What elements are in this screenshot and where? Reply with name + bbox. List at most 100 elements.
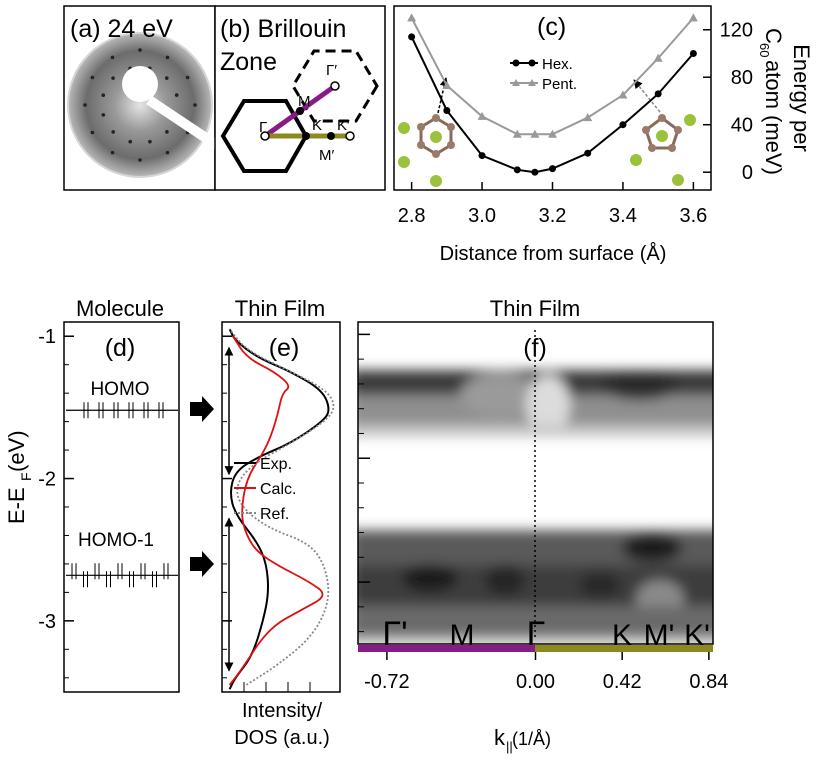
- xlabel-k-unit: (1/Å): [512, 729, 551, 749]
- shared-ylabel: E-E F (eV): [4, 430, 34, 524]
- arrow-homo: [190, 396, 214, 422]
- leed-spot: [83, 103, 87, 107]
- path-gamma-m: [263, 108, 302, 139]
- panel-d-label: (d): [105, 334, 136, 362]
- legend-calc: Calc.: [260, 481, 296, 498]
- first-brillouin-zone: [220, 99, 309, 173]
- label-k: K: [312, 117, 322, 134]
- panel-a: (a) 24 eV: [63, 5, 216, 191]
- dos-curve-exp: [228, 328, 330, 690]
- leed-spot: [165, 150, 170, 155]
- panel-f-label: (f): [523, 334, 547, 362]
- panel-b: (b) Brillouin Zone Γ Γ′ M K K′ M′: [214, 5, 386, 191]
- ylabel-main: E-E: [4, 487, 29, 524]
- level-arrows: [190, 396, 214, 577]
- panel-c-ytick-label: 120: [720, 20, 753, 42]
- data-point-pent: [407, 13, 417, 22]
- legend-hex: Hex.: [542, 56, 573, 73]
- legend-pent: Pent.: [542, 76, 577, 93]
- panel-d-ytick-label: -2: [38, 469, 56, 491]
- panel-e-xlabel-2: DOS (a.u.): [234, 727, 330, 749]
- leed-spot: [165, 55, 170, 60]
- series-line-pent: [410, 17, 695, 136]
- data-point-hex: [443, 106, 451, 114]
- leed-spot: [110, 150, 115, 155]
- data-point-pent: [653, 53, 663, 62]
- leed-spot: [165, 130, 169, 134]
- leed-spot: [185, 75, 190, 80]
- panel-c-frame: [393, 5, 712, 191]
- data-point-pent: [688, 13, 698, 22]
- label-m-prime: M′: [319, 147, 334, 164]
- xlabel-k: k: [494, 725, 506, 750]
- panel-b-label: (b) Brillouin: [220, 15, 346, 43]
- panel-c-ylabel: Energy per C 60 atom (meV): [757, 28, 814, 175]
- ylabel-unit: (eV): [4, 430, 29, 472]
- panel-e-xlabel-1: Intensity/: [242, 700, 322, 722]
- panel-e-title: Thin Film: [235, 296, 325, 321]
- panel-d-title: Molecule: [76, 296, 164, 321]
- label-gamma: Γ: [259, 119, 267, 136]
- panel-c-label: (c): [537, 13, 566, 41]
- leed-spot: [111, 76, 115, 80]
- panel-f-title: Thin Film: [490, 296, 580, 321]
- panel-c-ylabel-c: C: [761, 28, 786, 44]
- panel-c-ytick-label: 80: [731, 67, 753, 89]
- panel-f: Thin Film (f): [357, 296, 728, 754]
- leed-spot: [174, 93, 179, 97]
- leed-spot: [90, 75, 95, 80]
- arrow-homo-1: [190, 551, 214, 577]
- panel-f-xtick-label: 0.00: [516, 671, 555, 693]
- data-point-hex: [619, 121, 627, 129]
- label-k-prime: K′: [337, 117, 350, 134]
- leed-spot: [90, 130, 95, 135]
- leed-spot: [138, 158, 142, 162]
- series-line-hex: [410, 36, 695, 174]
- data-point-pent: [442, 81, 452, 90]
- label-gamma-prime: Γ′: [326, 62, 337, 79]
- panel-e-label: (e): [269, 334, 300, 362]
- point-k: [302, 132, 310, 140]
- panel-d-levels: [66, 402, 178, 588]
- dos-curve-calc: [228, 335, 324, 686]
- panel-f-xlabel: k || (1/Å): [494, 725, 551, 754]
- label-homo-1: HOMO-1: [78, 530, 154, 551]
- panel-f-y-ticks: [358, 333, 370, 633]
- data-point-hex: [408, 33, 416, 41]
- leed-spot: [110, 55, 115, 60]
- xlabel-k-sub: ||: [506, 739, 513, 754]
- panel-b-label-zone: Zone: [220, 48, 277, 76]
- point-gamma-prime: [330, 81, 340, 91]
- panel-d-ytick-label: -3: [38, 611, 56, 633]
- leed-spot: [101, 93, 106, 98]
- panel-f-xtick-label: 0.42: [603, 671, 642, 693]
- panel-c-ylabel-line3: atom (meV): [761, 60, 786, 175]
- data-point-pent: [548, 129, 557, 138]
- data-point-hex: [478, 152, 486, 160]
- panel-b-frame: [214, 5, 386, 191]
- hexagon-adsorption-sketch: [398, 77, 455, 187]
- path-bar-gamma-m: [358, 645, 535, 652]
- leed-spot: [111, 130, 115, 134]
- data-point-pent: [618, 90, 628, 99]
- leed-spot: [101, 113, 106, 117]
- legend-ref: Ref.: [260, 506, 289, 523]
- panel-c-ytick-label: 40: [731, 115, 753, 137]
- data-point-pent: [512, 129, 522, 138]
- point-gamma: [260, 131, 270, 141]
- path-m-gamma-prime: [298, 83, 337, 114]
- panel-d-ytick-label: -1: [38, 326, 56, 348]
- leed-gun-holder: [146, 96, 215, 150]
- kpoint-k: K: [612, 619, 632, 652]
- panel-a-label: (a) 24 eV: [70, 15, 173, 43]
- leed-spot: [128, 139, 133, 144]
- data-point-hex: [689, 49, 697, 57]
- dos-curve-ref: [228, 328, 335, 686]
- panel-e-series: [228, 328, 335, 690]
- leed-pattern: [67, 32, 213, 178]
